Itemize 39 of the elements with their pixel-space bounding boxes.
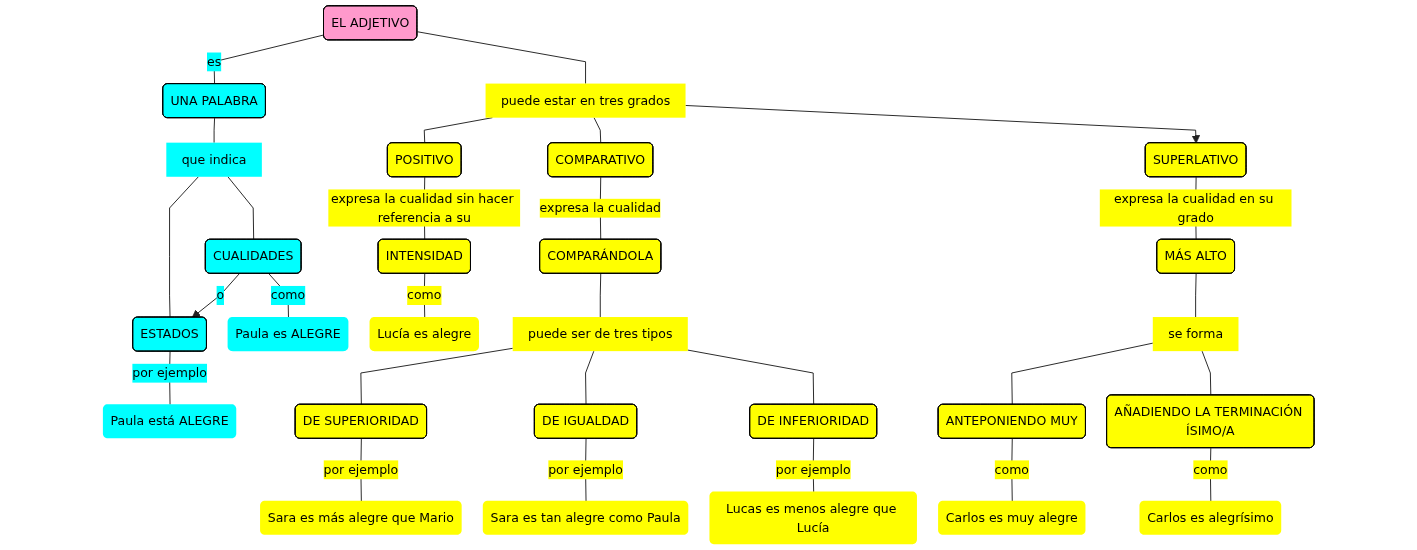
connector [585,350,595,406]
edge-label: expresa la cualidad sin hacer referencia a su [331,191,514,225]
edge-label: por ejemplo [775,462,851,477]
connector [687,349,815,406]
node-box: se forma [1152,317,1239,352]
edge-label: expresa la cualidad [539,200,661,215]
edge-label: como [994,462,1029,477]
edge-label: como [1193,462,1228,477]
connector [423,117,493,144]
node-box: que indica [166,142,262,177]
connector [213,34,325,85]
connector [593,117,602,144]
connector [1195,273,1197,318]
edge-label: por ejemplo [323,462,399,477]
node-box: puede estar en tres grados [485,83,686,118]
edge-label: como [407,287,442,303]
node-box: Paula está ALEGRE [102,404,237,439]
edge-label: como [270,287,306,303]
connector [1011,342,1154,406]
node-box: Carlos es muy alegre [938,500,1086,535]
node-box: Carlos es alegrísimo [1139,500,1282,535]
node-box: Sara es tan alegre como Paula [482,500,689,535]
node-box: Lucas es menos alegre que Lucía [709,491,917,545]
connector [213,117,216,144]
connector [227,176,255,241]
connector [599,273,602,318]
edge-label: expresa la cualidad en su grado [1113,191,1274,225]
edge-label: o [216,287,225,303]
edge-label: por ejemplo [132,365,207,380]
connector [1201,350,1212,396]
connector [169,176,199,318]
edge-label: por ejemplo [548,462,623,477]
connector [416,31,587,85]
connector [360,347,514,406]
node-box: Sara es más alegre que Mario [260,500,462,535]
node-box: Paula es ALEGRE [227,317,349,352]
node-box: Lucía es alegre [369,317,479,352]
node-box: puede ser de tres tipos [512,317,688,352]
edge-label: es [206,54,222,69]
